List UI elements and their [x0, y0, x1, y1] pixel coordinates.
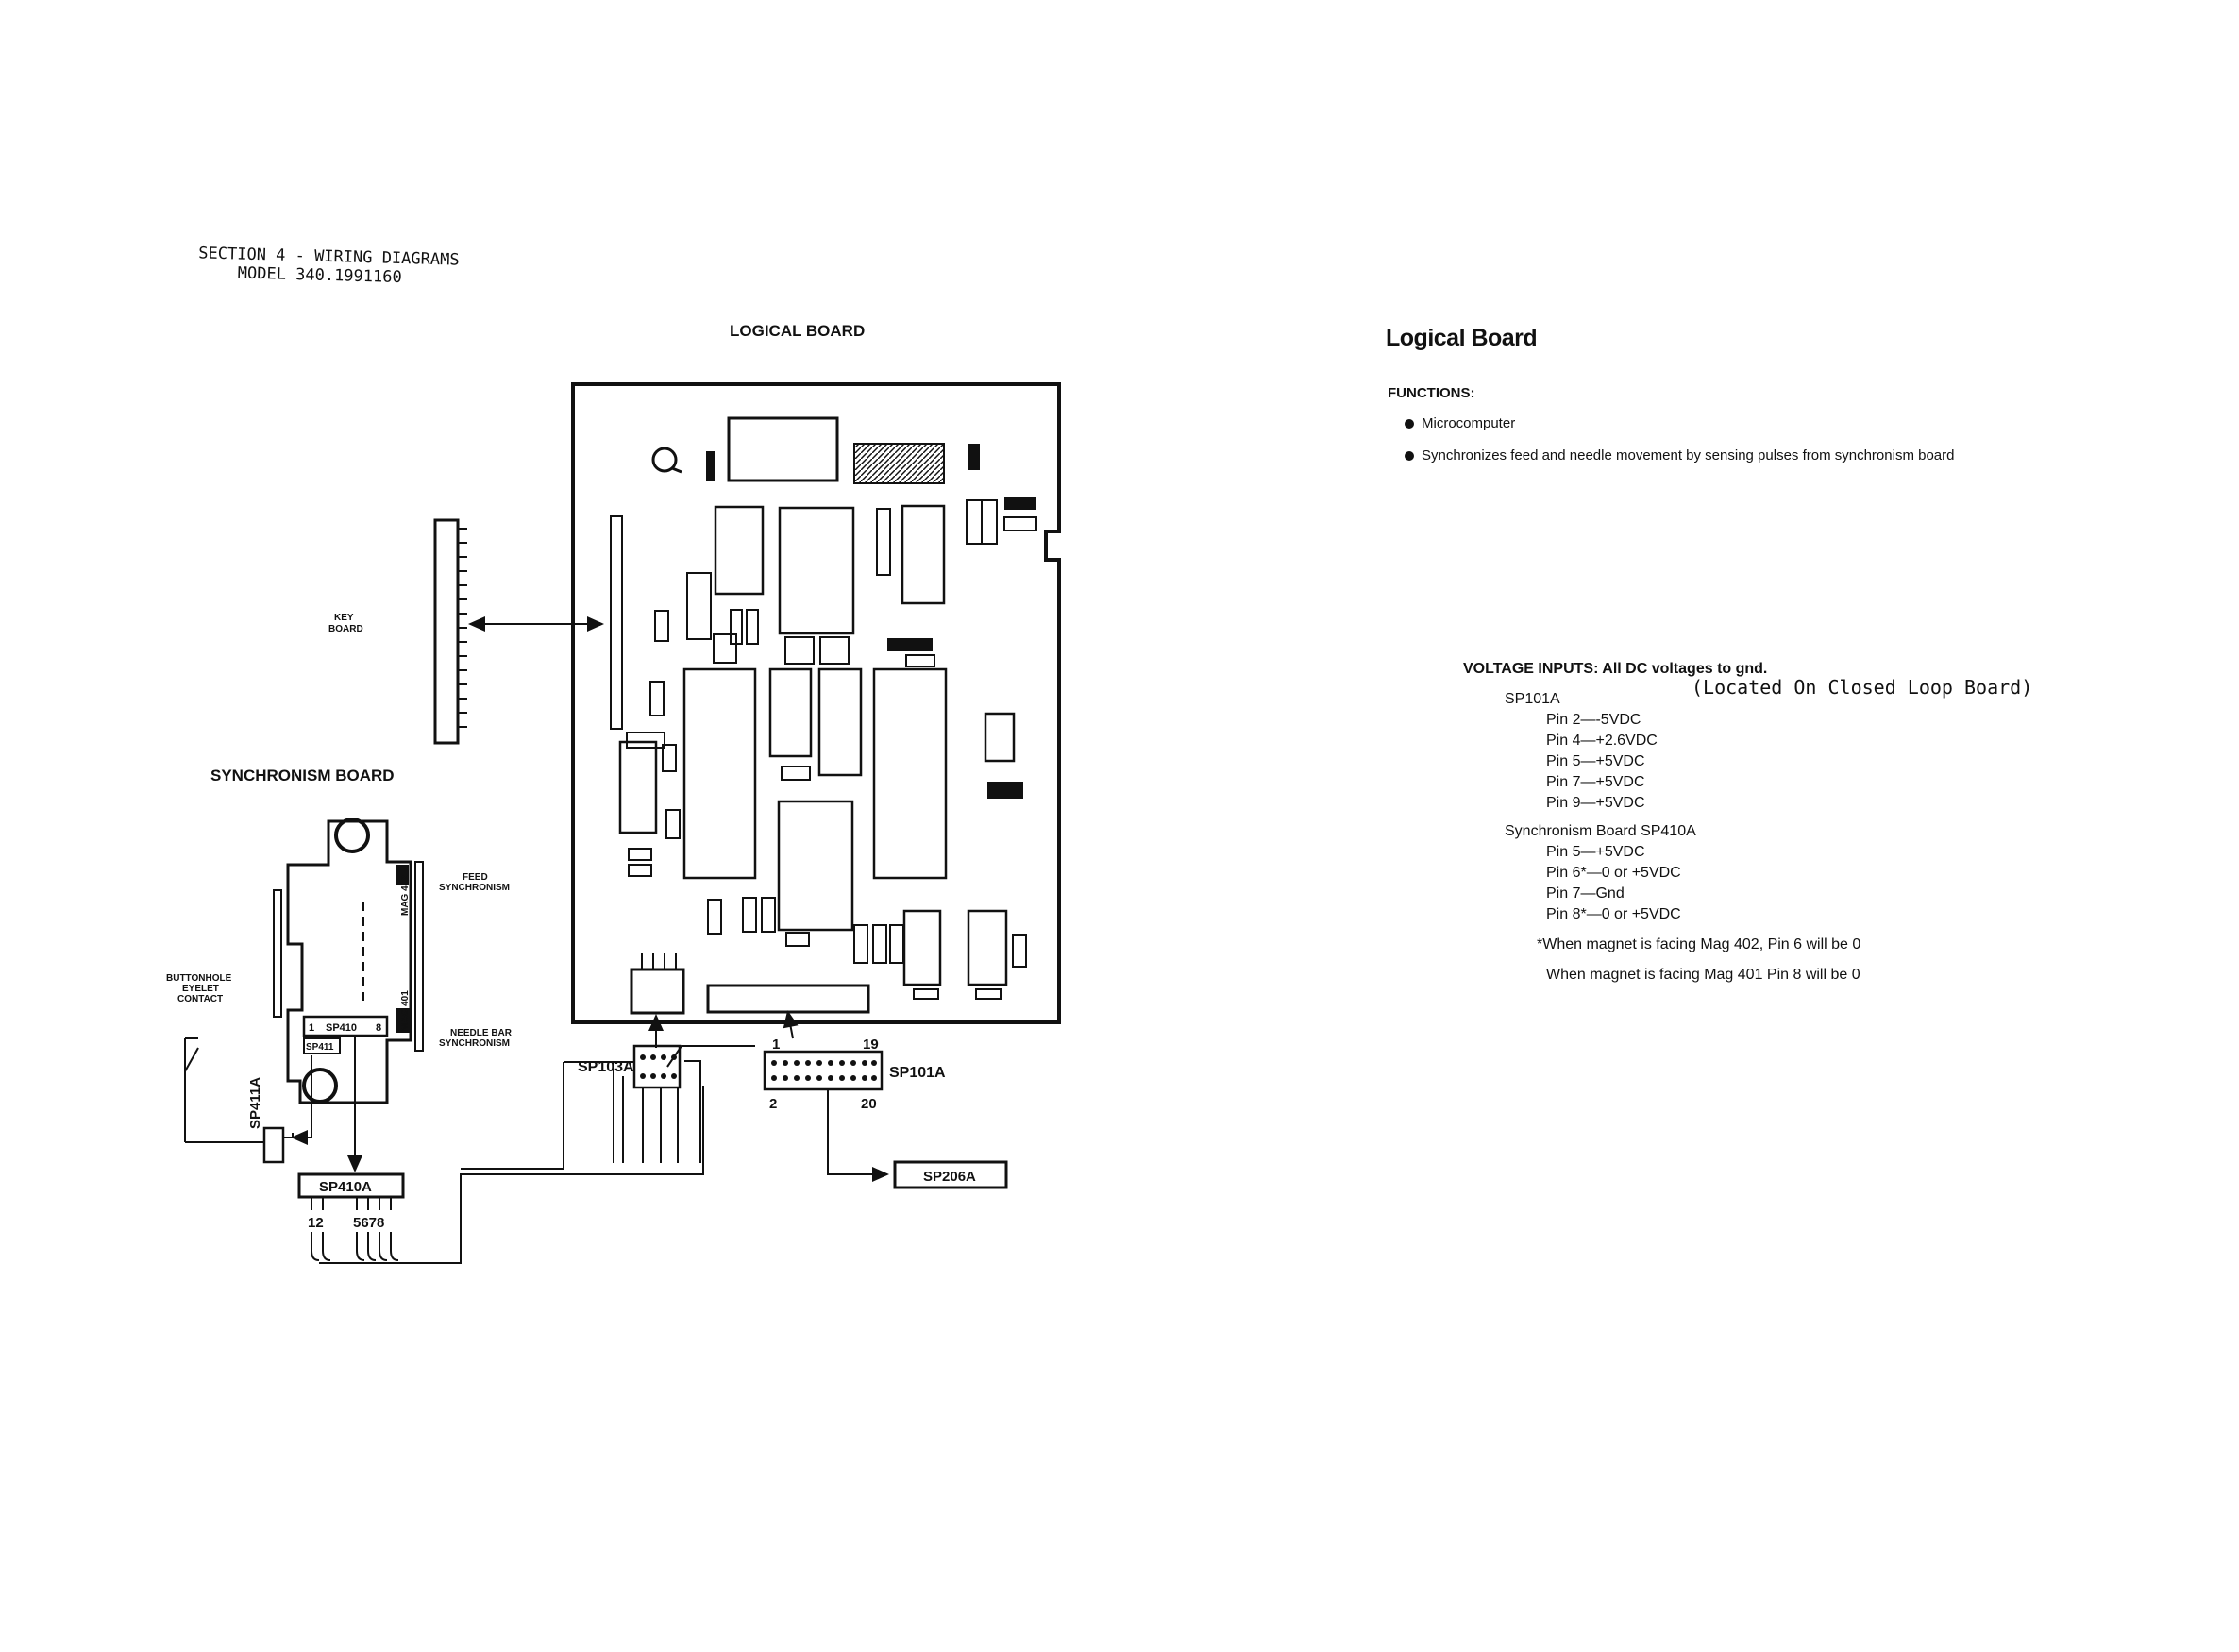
sp101a-label: SP101A [889, 1065, 946, 1081]
dip-switch [853, 443, 945, 484]
voltage-note: (Located On Closed Loop Board) [1692, 676, 2033, 699]
sync-heading: Synchronism Board SP410A [1505, 823, 1696, 839]
mag402-label: MAG 402 [400, 875, 411, 916]
feed-sync-label: FEED [463, 872, 488, 883]
sp101a-pin-number: 19 [863, 1037, 879, 1053]
sp101a-pin: Pin 5—+5VDC [1546, 753, 1645, 769]
sp101a-connector [763, 1050, 884, 1091]
buttonhole-label: CONTACT [177, 994, 223, 1004]
sp411-label: SP411 [306, 1042, 334, 1053]
function-item: Synchronizes feed and needle movement by… [1405, 447, 1954, 464]
key-board: KEY BOARD [328, 518, 604, 745]
ic-chip [682, 667, 757, 880]
ic-chip [967, 909, 1008, 986]
ic-chip [777, 800, 854, 932]
sync-pin: Pin 6*—0 or +5VDC [1546, 865, 1681, 881]
panel-title: Logical Board [1386, 325, 1538, 351]
synchronism-board: 1 SP410 8 SP411 MAG 402 MAG 401 [273, 818, 424, 1104]
feed-sync-label: SYNCHRONISM [439, 883, 510, 893]
footnote: *When magnet is facing Mag 402, Pin 6 wi… [1537, 936, 1861, 952]
needle-sync-label: NEEDLE BAR [450, 1028, 513, 1038]
sp411-connector [303, 1037, 341, 1054]
sp411a-connector [262, 1126, 285, 1164]
sync-pin: Pin 8*—0 or +5VDC [1546, 906, 1681, 922]
synchronism-board-label: SYNCHRONISM BOARD [210, 767, 395, 784]
sp101a-pin-number: 1 [772, 1037, 780, 1053]
bullet-icon [1405, 451, 1414, 462]
buttonhole-label: EYELET [182, 984, 219, 994]
mag401-label: MAG 401 [400, 990, 411, 1031]
sp410-pin-label: 1 [309, 1022, 314, 1034]
ic-chip [778, 506, 855, 635]
key-board-label: KEY [334, 613, 354, 623]
sp101a-pin-number: 2 [769, 1096, 777, 1112]
sp101a-pin-number: 20 [861, 1096, 877, 1112]
sp410a-pins [311, 1086, 704, 1264]
sp410a-connector [297, 1172, 405, 1199]
ic-chip [714, 505, 765, 596]
sp410-label: SP410 [326, 1022, 357, 1034]
sp101a-pin: Pin 4—+2.6VDC [1546, 733, 1658, 749]
function-text: Microcomputer [1422, 415, 1516, 431]
sp410-pin-label: 8 [376, 1022, 381, 1034]
sp103a-label: SP103A [578, 1059, 634, 1075]
bullet-icon [1405, 419, 1414, 430]
sp101a-pin: Pin 9—+5VDC [1546, 795, 1645, 811]
ic-chip [727, 416, 839, 482]
sp410-connector [302, 1015, 389, 1037]
voltage-heading: VOLTAGE INPUTS: All DC voltages to gnd. [1463, 661, 1768, 677]
buttonhole-label: BUTTONHOLE [166, 973, 232, 984]
sp206a-label: SP206A [923, 1169, 976, 1185]
sp206a-connector [893, 1160, 1008, 1189]
sync-pin: Pin 7—Gnd [1546, 885, 1625, 902]
sp101a-heading: SP101A [1505, 691, 1560, 707]
ic-chip [768, 667, 813, 758]
sp101a-pin: Pin 2—-5VDC [1546, 712, 1641, 728]
sp103-connector [630, 968, 685, 1015]
footnote: When magnet is facing Mag 401 Pin 8 will… [1546, 967, 1860, 983]
sp410a-label: SP410A [319, 1179, 372, 1195]
sp101a-pin: Pin 7—+5VDC [1546, 774, 1645, 790]
function-item: Microcomputer [1405, 415, 1515, 431]
ic-chip [817, 667, 863, 777]
sp101-connector [706, 984, 870, 1014]
sp411a-label: SP411A [247, 1077, 263, 1129]
buttonhole-contact-switch [184, 1037, 264, 1143]
logical-board-label: LOGICAL BOARD [730, 322, 865, 340]
ic-chip [902, 909, 942, 986]
ic-chip [872, 667, 948, 880]
sp103a-connector [632, 1044, 682, 1089]
functions-heading: FUNCTIONS: [1388, 385, 1475, 401]
ic-chip [901, 504, 946, 605]
needle-sync-label: SYNCHRONISM [439, 1038, 510, 1049]
sp410a-pin-numbers: 5678 [353, 1215, 384, 1231]
key-board-label: BOARD [328, 624, 363, 634]
function-text: Synchronizes feed and needle movement by… [1422, 447, 1955, 464]
sp410a-pin-numbers: 12 [308, 1215, 324, 1231]
sync-pin: Pin 5—+5VDC [1546, 844, 1645, 860]
logical-board [571, 382, 1061, 1024]
